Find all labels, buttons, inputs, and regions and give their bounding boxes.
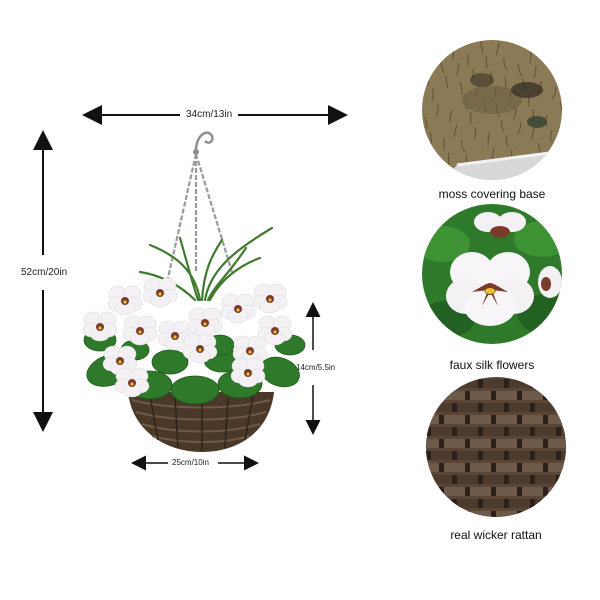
feature-circle-flowers xyxy=(422,204,562,344)
moss-texture-icon xyxy=(422,40,562,180)
feature-caption-moss: moss covering base xyxy=(438,187,546,201)
wicker-basket xyxy=(128,392,274,452)
overall-height-label: 52cm/20in xyxy=(19,267,70,278)
feature-circle-wicker xyxy=(426,377,566,517)
basket-height-label: 14cm/5.5in xyxy=(294,363,338,372)
hanger-hook xyxy=(194,131,214,151)
wicker-weave-icon xyxy=(426,377,566,517)
feature-caption-flowers: faux silk flowers xyxy=(449,358,535,372)
feature-circle-moss xyxy=(422,40,562,180)
pansy-flower-icon xyxy=(422,204,562,344)
grass-foliage xyxy=(138,226,274,302)
overall-width-label: 34cm/13in xyxy=(184,109,235,120)
feature-caption-wicker: real wicker rattan xyxy=(450,528,542,542)
pansy-flowers xyxy=(82,277,293,398)
basket-width-label: 25cm/10in xyxy=(170,458,211,467)
